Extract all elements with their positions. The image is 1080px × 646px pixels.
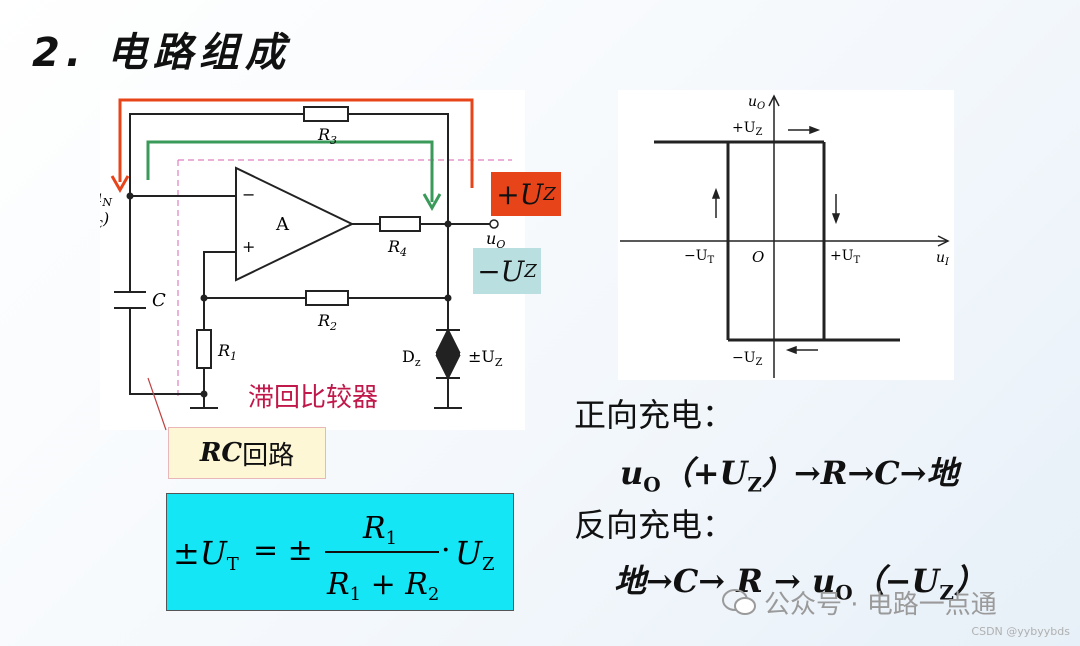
svg-text:R1: R1: [217, 341, 237, 363]
svg-text:uO: uO: [486, 229, 505, 251]
formula-svg: ±UT = ± R1 R1 + R2 · UZ: [173, 511, 494, 605]
wechat-icon: [722, 589, 756, 615]
page-title: 2. 电路组成: [32, 30, 291, 76]
rc-loop-label: RC 回路: [168, 427, 326, 479]
svg-text:R1: R1: [362, 511, 397, 549]
reverse-arrow: [146, 140, 434, 202]
watermark: 公众号 · 电路一点通: [764, 590, 997, 620]
svg-text:+UT: +UT: [830, 248, 861, 266]
svg-text:R1 + R2: R1 + R2: [326, 567, 439, 605]
reverse-path: 地→C→ R → uO（−UZ）: [614, 562, 986, 605]
svg-text:R3: R3: [317, 125, 337, 147]
svg-text:−UT: −UT: [684, 248, 715, 266]
rc-callout-line: [147, 377, 167, 431]
svg-text:UZ: UZ: [455, 534, 494, 575]
csdn-watermark: CSDN @yybyybds: [971, 625, 1070, 638]
hysteresis-plot: uO uI O +UZ −UZ −UT +UT: [618, 90, 954, 380]
comparator-label: 滞回比较器: [248, 383, 378, 413]
svg-text:·: ·: [441, 533, 451, 568]
svg-text:uO: uO: [748, 94, 765, 112]
opamp-label: A: [275, 214, 290, 235]
svg-text:(uC): (uC): [100, 209, 109, 231]
svg-text:Dz: Dz: [402, 347, 421, 369]
svg-text:= ±: = ±: [253, 533, 313, 568]
svg-text:+UZ: +UZ: [732, 120, 763, 138]
svg-text:O: O: [752, 248, 764, 266]
circuit-diagram: uN (uC) A − + R3 R4 R2 R1 C uO Dz ±UZ 滞回…: [78, 90, 525, 430]
svg-text:+: +: [242, 237, 255, 256]
svg-text:−: −: [242, 185, 255, 204]
svg-text:C: C: [152, 290, 166, 311]
forward-path: uO（+UZ）→R→C→地: [620, 454, 959, 497]
circuit-svg: uN (uC) A − + R3 R4 R2 R1 C uO Dz ±UZ 滞回…: [78, 98, 512, 413]
svg-text:R4: R4: [387, 237, 407, 259]
svg-text:uN: uN: [100, 187, 112, 209]
hysteresis-svg: uO uI O +UZ −UZ −UT +UT: [620, 94, 950, 378]
svg-text:uI: uI: [936, 250, 950, 268]
reverse-title: 反向充电：: [574, 506, 735, 544]
svg-text:R2: R2: [317, 311, 337, 333]
svg-text:−UZ: −UZ: [732, 350, 763, 368]
threshold-formula: ±UT = ± R1 R1 + R2 · UZ: [166, 493, 514, 611]
svg-text:±UZ: ±UZ: [468, 347, 503, 369]
forward-title: 正向充电：: [574, 396, 735, 434]
forward-arrow: [118, 98, 474, 188]
svg-text:±UT: ±UT: [173, 534, 239, 575]
